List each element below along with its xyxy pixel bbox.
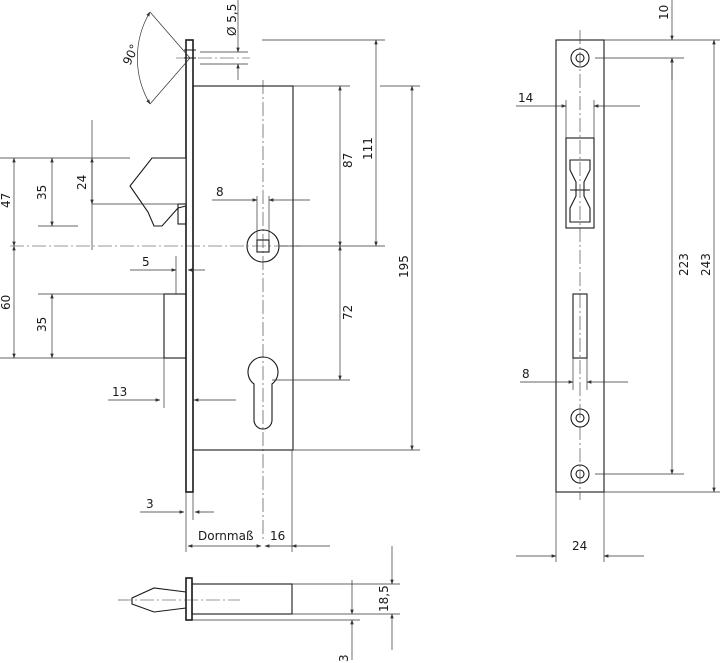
latch-height-label: 47 [0,193,13,208]
body-18-5-label: 18,5 [377,585,391,612]
latch-stub [177,203,187,225]
latch-bolt [129,157,187,227]
faceplate-edge [185,39,194,493]
top-10-label: 10 [657,5,671,20]
dead-bolt [163,293,187,359]
plate-width-24-label: 24 [572,539,587,553]
dim-16-label: 16 [270,529,285,543]
bottom-view [131,577,293,621]
latch-face [569,159,591,223]
bolt-height-label: 60 [0,295,13,310]
dist-223-label: 223 [677,253,691,276]
dist-111-label: 111 [361,137,375,160]
dist-243-label: 243 [699,253,713,276]
plate-thickness-label: 3 [146,497,154,511]
dist-13-label: 13 [112,385,127,399]
front-view [129,39,294,493]
faceplate-section [185,577,193,621]
lock-case [192,85,294,451]
latch-tip [131,587,187,613]
opening-14-label: 14 [518,91,533,105]
latch-throw-label: 24 [75,175,89,190]
hole-diameter-label: Ø 5,5 [225,4,239,36]
dornmass-label: Dornmaß [198,529,254,543]
latch-width-label: 35 [35,185,49,200]
opening-8-label: 8 [522,367,530,381]
dist-72-label: 72 [341,305,355,320]
dist-195-label: 195 [397,255,411,278]
cylinder-keyhole [247,356,279,430]
bottom-3-label: 3 [337,654,351,662]
bolt-width-label: 35 [35,317,49,332]
case-section [191,583,293,615]
spindle-width-label: 8 [216,185,224,199]
bolt-offset-label: 5 [142,255,150,269]
dist-87-label: 87 [341,153,355,168]
